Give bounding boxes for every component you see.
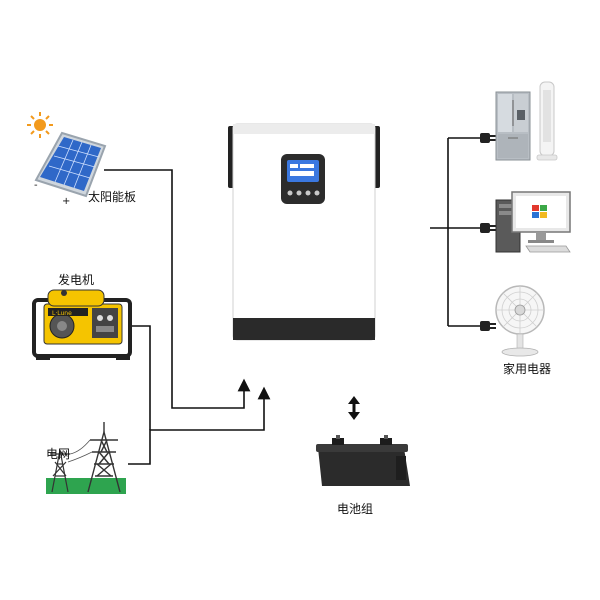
generator-label: 发电机 — [58, 273, 95, 287]
sun-icon — [27, 112, 53, 138]
plug-icon — [480, 223, 496, 233]
generator-icon: L·Lune — [32, 289, 132, 360]
solar-panel-icon: - + — [34, 131, 107, 207]
solar-connection-line — [104, 169, 251, 409]
appliances-label: 家用电器 — [503, 362, 552, 376]
grid-label: 电网 — [46, 447, 71, 461]
svg-text:-: - — [34, 180, 38, 191]
connection-lines — [104, 137, 480, 465]
svg-text:+: + — [62, 196, 70, 207]
fan-icon — [495, 285, 545, 357]
computer-icon — [495, 191, 571, 253]
battery-icon — [316, 435, 410, 486]
battery-label: 电池组 — [337, 502, 374, 516]
solar-panel-label: 太阳能板 — [88, 190, 137, 204]
grid-connection-line — [128, 386, 271, 465]
inverter-icon — [228, 123, 380, 341]
generator-connection-line — [128, 325, 151, 430]
generator-brand-text: L·Lune — [52, 310, 72, 317]
bidirectional-arrow-icon — [348, 396, 360, 420]
power-tower-icon — [46, 422, 126, 494]
plug-icon — [480, 321, 496, 331]
refrigerator-icon — [495, 81, 558, 161]
plug-icon — [480, 133, 496, 143]
